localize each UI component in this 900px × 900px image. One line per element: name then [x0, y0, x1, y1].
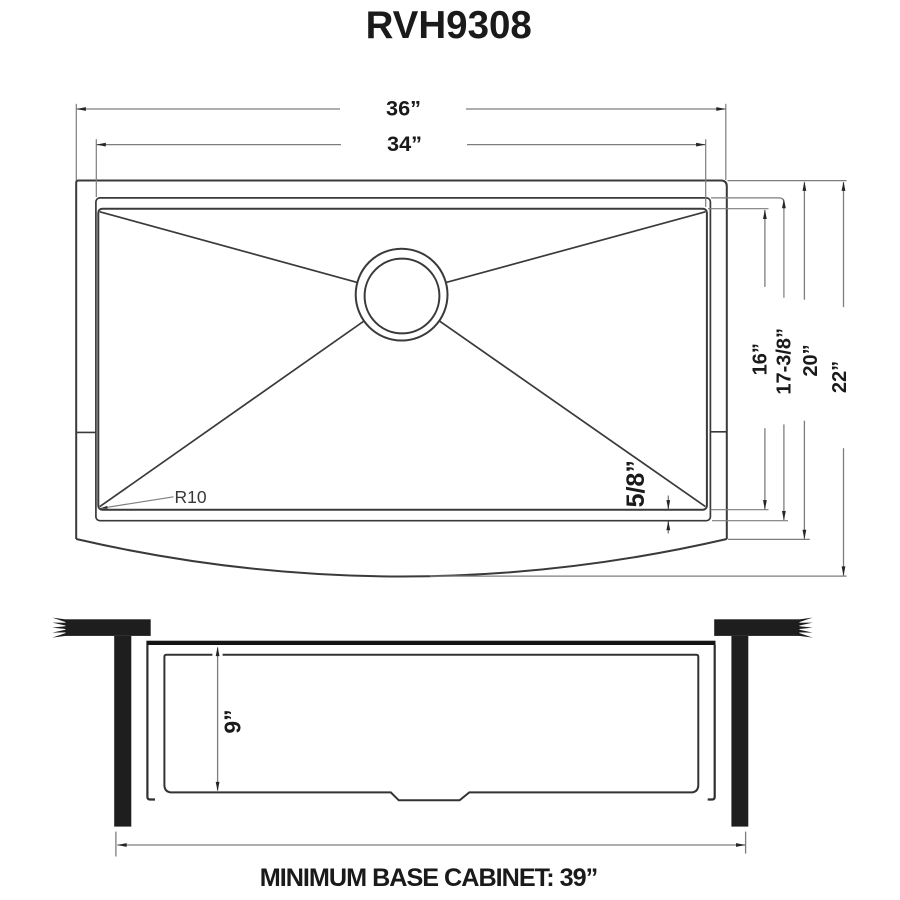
svg-text:20”: 20” — [800, 344, 822, 376]
svg-text:9”: 9” — [220, 709, 246, 733]
svg-text:MINIMUM BASE CABINET: 39”: MINIMUM BASE CABINET: 39” — [260, 864, 597, 892]
svg-text:5/8”: 5/8” — [622, 460, 650, 507]
svg-text:16”: 16” — [749, 343, 771, 375]
svg-text:22”: 22” — [829, 361, 851, 393]
svg-text:34”: 34” — [387, 131, 422, 156]
svg-text:R10: R10 — [175, 487, 207, 507]
svg-text:36”: 36” — [386, 95, 421, 120]
svg-text:RVH9308: RVH9308 — [366, 4, 532, 47]
svg-text:17-3/8”: 17-3/8” — [774, 328, 796, 395]
